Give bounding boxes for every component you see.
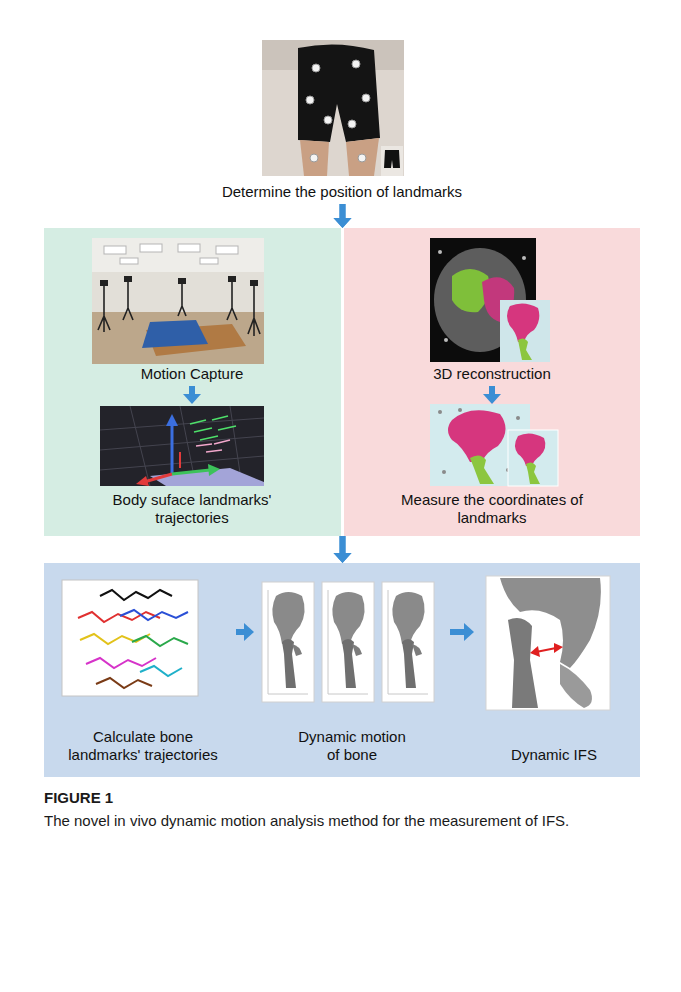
process-panel: 3D reconstructionMeasure the coordinates… [344, 228, 640, 536]
step-label: Motion Capture [141, 365, 244, 384]
arrow-head [334, 218, 352, 228]
figure-number: FIGURE 1 [44, 788, 113, 808]
arrow-head [183, 394, 201, 404]
flow-arrow [334, 204, 352, 228]
arrow-head [244, 623, 254, 641]
arrow-head [334, 218, 352, 228]
flow-arrow [334, 204, 352, 228]
arrow-shaft [189, 386, 195, 395]
ifs-closeup [486, 576, 610, 710]
process-step: 3D reconstruction [382, 234, 602, 386]
process-step: Motion Capture [82, 234, 302, 386]
arrow-shaft [450, 629, 465, 635]
trajectory-viewer [100, 406, 264, 486]
process-panel: Motion CaptureBody suface landmarks' tra… [44, 228, 341, 536]
process-step: Determine the position of landmarks [150, 36, 534, 204]
flow-arrow [334, 536, 352, 563]
process-step: Body suface landmarks' trajectories [82, 404, 302, 530]
arrow-shaft [340, 204, 346, 219]
process-panel: Calculate bone landmarks' trajectories Dy… [44, 563, 640, 777]
mri-reconstruction [430, 238, 550, 362]
step-label: Measure the coordinates of landmarks [392, 491, 592, 529]
arrow-head [334, 553, 352, 563]
bone-motion-frames [262, 582, 434, 702]
arrow-shaft [340, 204, 346, 219]
arrow-head [464, 623, 474, 641]
arrow-shaft [340, 536, 346, 554]
process-step: Measure the coordinates of landmarks [382, 404, 602, 530]
step-label: 3D reconstruction [433, 365, 551, 384]
step-label: Dynamic IFS [511, 746, 597, 765]
motion-capture-photo [92, 238, 264, 364]
process-step: Dynamic motion of bone [254, 571, 450, 767]
arrow-shaft [236, 629, 245, 635]
arrow-shaft [340, 536, 346, 554]
step-label: Calculate bone landmarks' trajectories [59, 728, 227, 766]
trajectory-plot [62, 580, 198, 696]
process-step: Dynamic IFS [474, 571, 634, 767]
process-step: Calculate bone landmarks' trajectories [50, 571, 236, 767]
bone-model [430, 404, 558, 486]
arrow-head [334, 553, 352, 563]
arrow-head [483, 394, 501, 404]
step-label: Dynamic motion of bone [293, 728, 411, 766]
flow-arrow [236, 623, 254, 641]
step-label: Determine the position of landmarks [222, 183, 462, 202]
landmark-photo [262, 40, 404, 176]
flow-arrow [183, 386, 201, 404]
flow-arrow [450, 623, 474, 641]
arrow-shaft [489, 386, 495, 395]
flow-arrow [334, 536, 352, 563]
step-label: Body suface landmarks' trajectories [92, 491, 292, 529]
figure-caption: The novel in vivo dynamic motion analysi… [44, 810, 604, 831]
flow-arrow [483, 386, 501, 404]
